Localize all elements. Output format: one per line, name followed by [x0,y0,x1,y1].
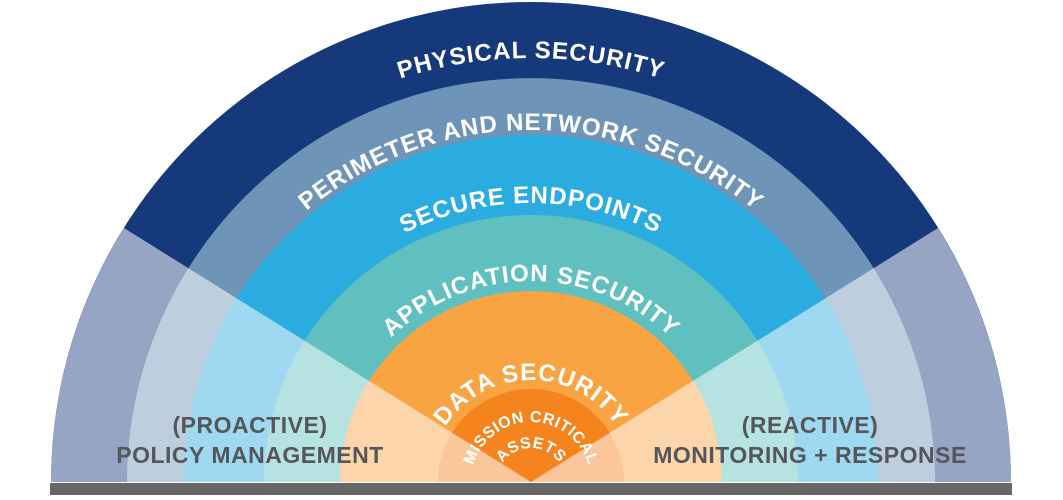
proactive-annotation-line1: (PROACTIVE) [173,412,328,438]
base-bar [50,483,1012,495]
reactive-overlay-wedge [531,228,1011,482]
reactive-annotation-line2: MONITORING + RESPONSE [653,442,967,468]
reactive-annotation-line1: (REACTIVE) [742,412,879,438]
proactive-overlay-wedge [51,228,531,482]
proactive-annotation-line2: POLICY MANAGEMENT [116,442,383,468]
